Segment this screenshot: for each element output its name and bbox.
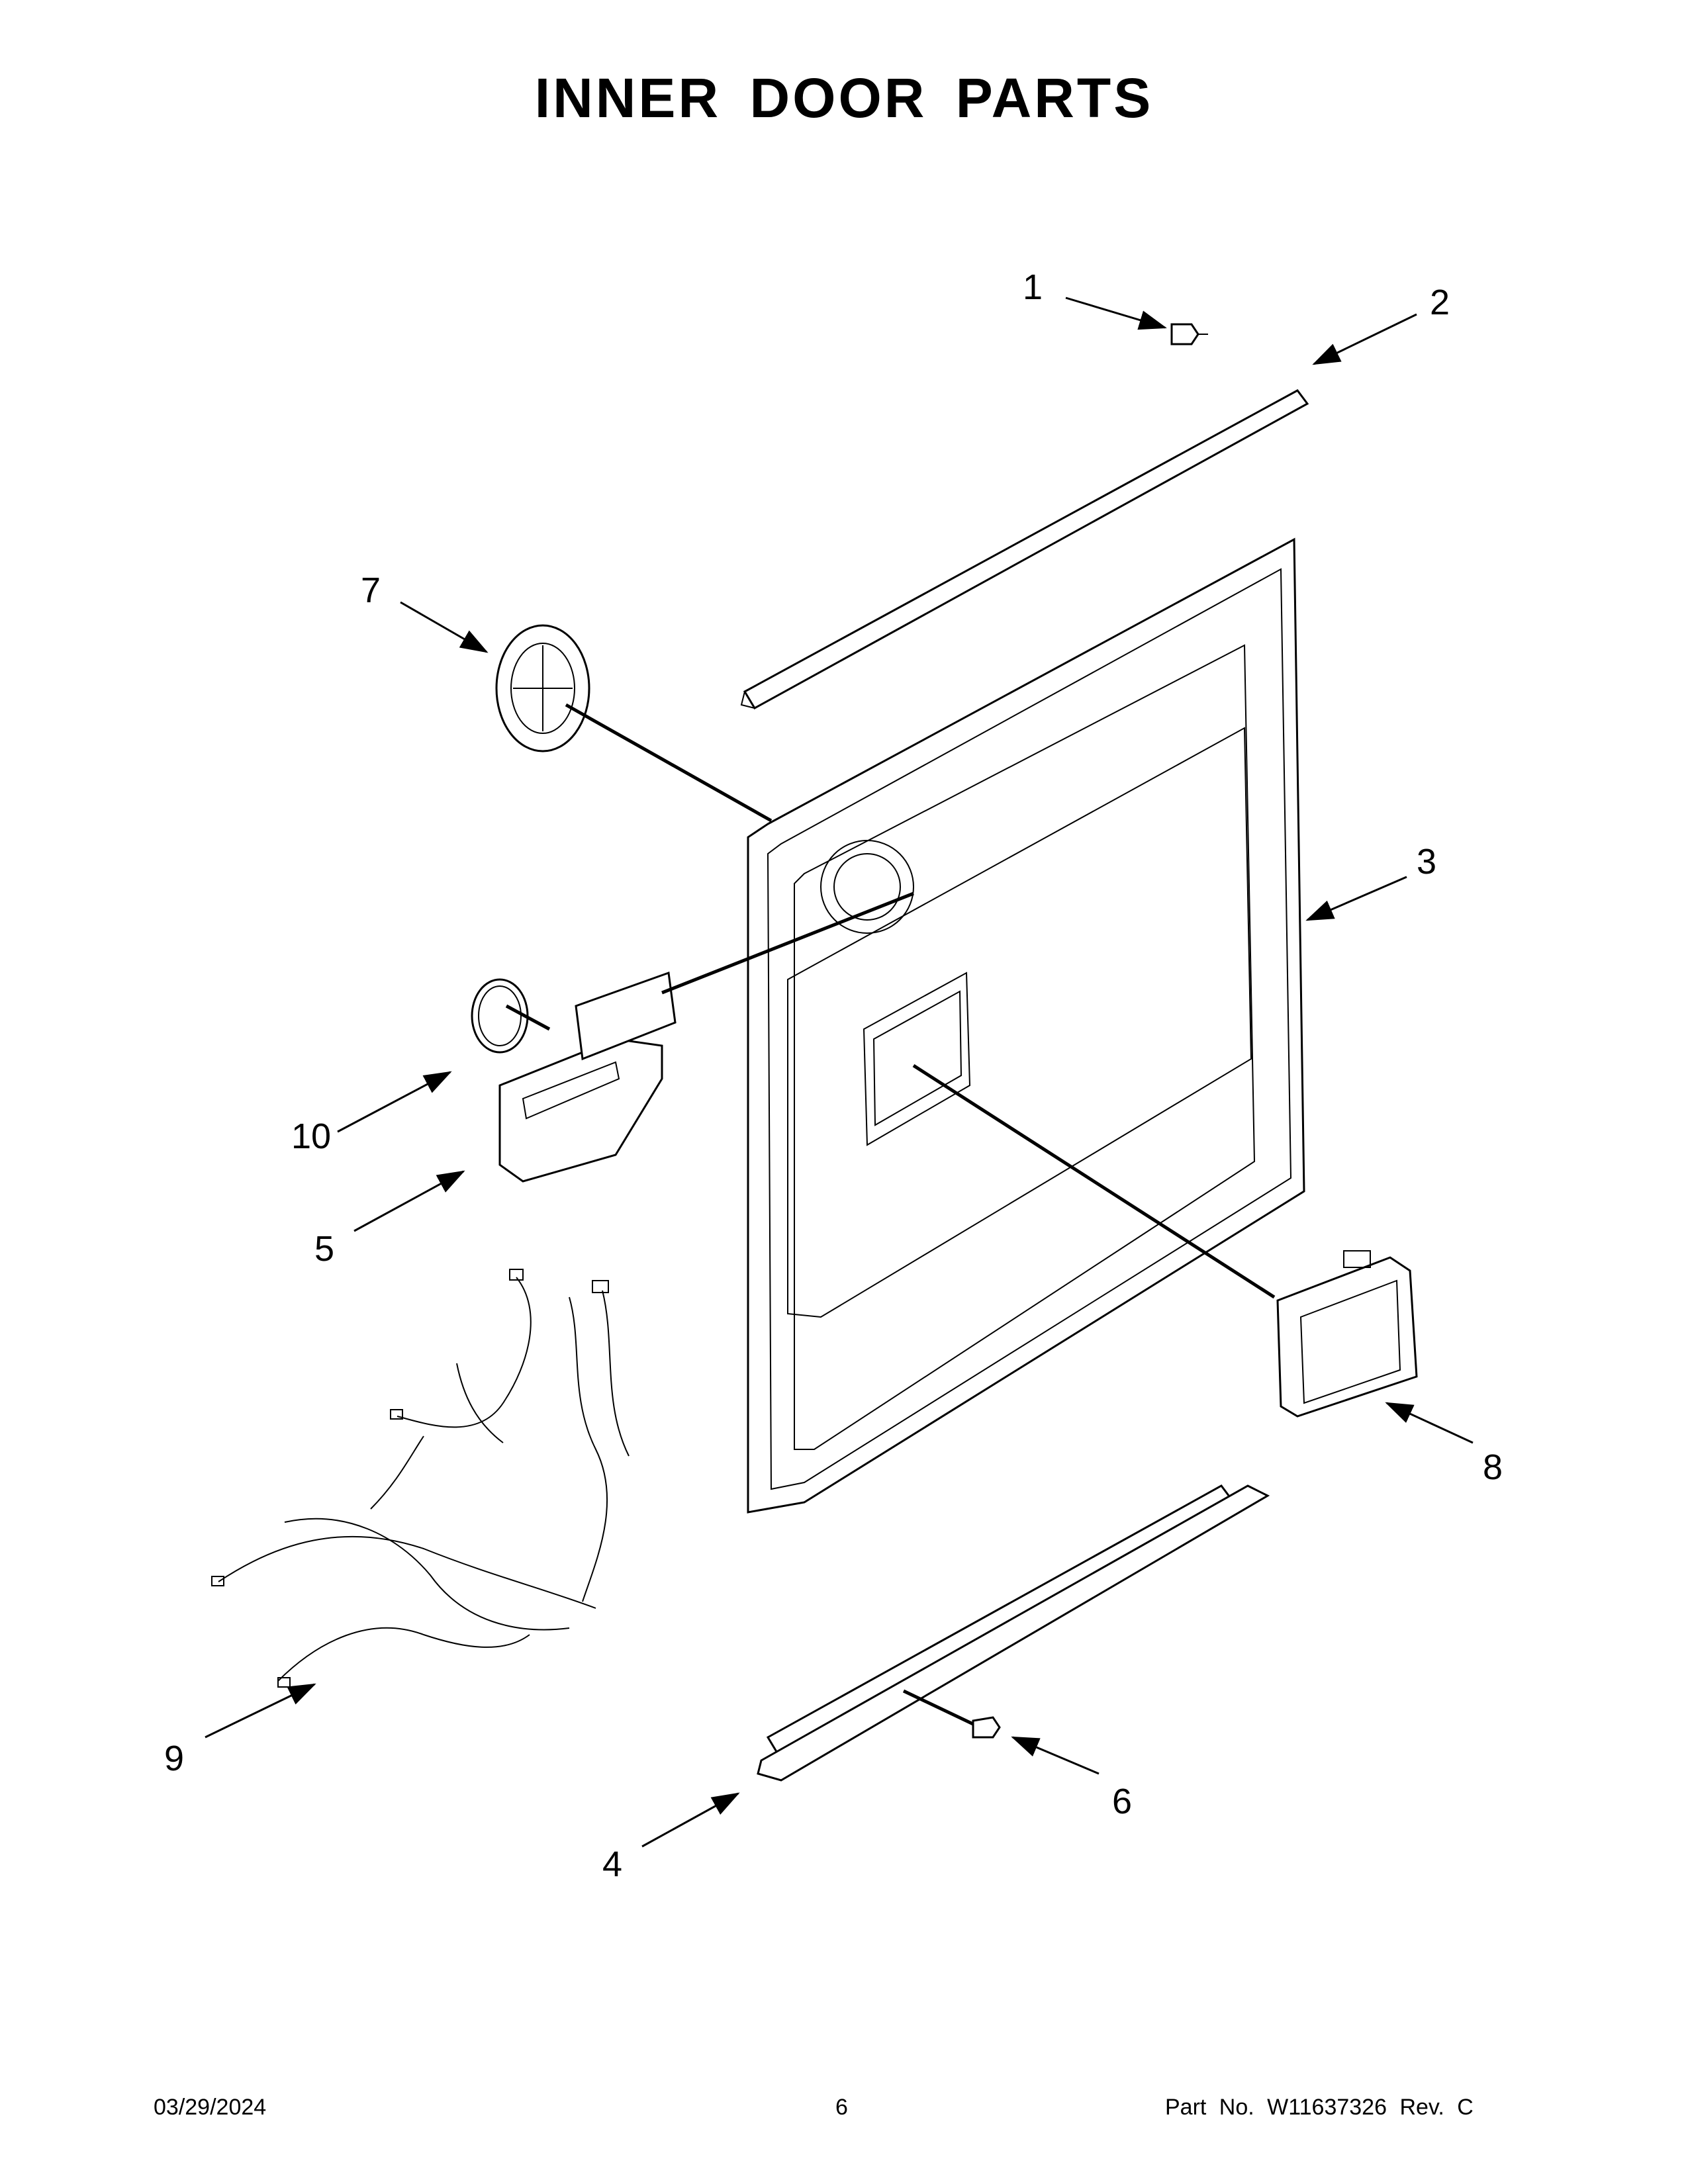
page-title: INNER DOOR PARTS [534, 67, 1154, 129]
vent-part [495, 624, 590, 752]
arrow-5 [353, 1170, 465, 1232]
callout-4: 4 [602, 1844, 622, 1884]
arrow-4 [641, 1792, 740, 1848]
arrow-6 [1011, 1736, 1100, 1775]
footer-part-number: Part No. W11637326 Rev. C [1165, 2095, 1474, 2120]
leader-o-ring [505, 1004, 551, 1031]
inner-door-panel-part [747, 537, 1305, 1514]
wire-harness-part [211, 1269, 630, 1688]
callout-10: 10 [291, 1116, 331, 1156]
arrow-10 [337, 1071, 452, 1133]
leader-control-module [912, 1064, 1276, 1299]
callout-5: 5 [314, 1229, 334, 1269]
callout-2: 2 [1430, 283, 1450, 322]
arrow-2 [1312, 313, 1417, 365]
o-ring-part [471, 978, 529, 1054]
footer-date: 03/29/2024 [154, 2095, 267, 2120]
callout-6: 6 [1112, 1782, 1132, 1821]
screw-part-1 [1170, 323, 1208, 345]
bottom-trim-part [757, 1484, 1270, 1782]
callout-3: 3 [1417, 842, 1436, 882]
arrow-8 [1385, 1402, 1474, 1444]
arrow-1 [1065, 296, 1167, 330]
callout-7: 7 [361, 570, 381, 610]
dispenser-housing-part [498, 971, 677, 1183]
callout-8: 8 [1483, 1447, 1503, 1487]
screw-part-6 [972, 1716, 1001, 1739]
top-rail-gasket-part [740, 389, 1309, 710]
leader-dispenser [661, 891, 914, 995]
arrow-3 [1305, 876, 1407, 921]
arrow-7 [400, 601, 489, 653]
leader-screw-6 [902, 1689, 974, 1726]
control-module-part [1276, 1250, 1418, 1418]
leader-vent [565, 703, 773, 823]
callout-1: 1 [1023, 267, 1043, 307]
callout-9: 9 [164, 1739, 184, 1778]
arrow-9 [205, 1683, 316, 1739]
footer-page-number: 6 [835, 2095, 848, 2120]
